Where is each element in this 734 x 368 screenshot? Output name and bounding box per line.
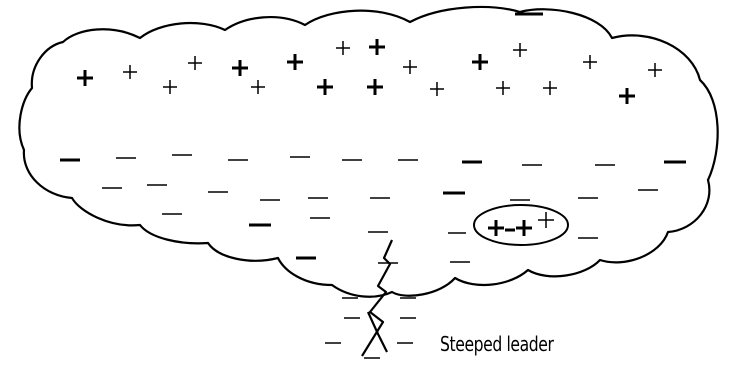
stepped-leader (361, 239, 394, 357)
positive-charge (496, 81, 510, 95)
positive-charge (123, 65, 137, 79)
positive-charge (583, 55, 597, 69)
positive-charge (619, 88, 635, 104)
positive-charge (163, 80, 177, 94)
leader-branch (366, 311, 388, 353)
positive-charge (648, 63, 662, 77)
pocket-positive-charges (488, 212, 554, 236)
positive-charge (287, 54, 303, 70)
positive-charge (369, 39, 385, 55)
positive-charge (403, 60, 417, 74)
negative-charges (60, 12, 686, 359)
positive-charge (336, 41, 350, 55)
positive-charge (188, 56, 202, 70)
positive-charge (367, 79, 383, 95)
positive-charge (488, 220, 504, 236)
positive-charge (430, 82, 444, 96)
positive-charge (317, 79, 333, 95)
positive-charge (232, 60, 248, 76)
positive-charge (472, 54, 488, 70)
positive-charge (513, 43, 527, 57)
positive-charge (538, 212, 554, 228)
positive-charge (543, 81, 557, 95)
positive-charge-pocket (473, 204, 569, 246)
positive-charge (77, 70, 93, 86)
positive-charge (516, 220, 532, 236)
positive-charge (251, 80, 265, 94)
cloud-outline (18, 5, 719, 298)
steeped-leader-label: Steeped leader (440, 332, 554, 356)
positive-charges (77, 39, 662, 104)
